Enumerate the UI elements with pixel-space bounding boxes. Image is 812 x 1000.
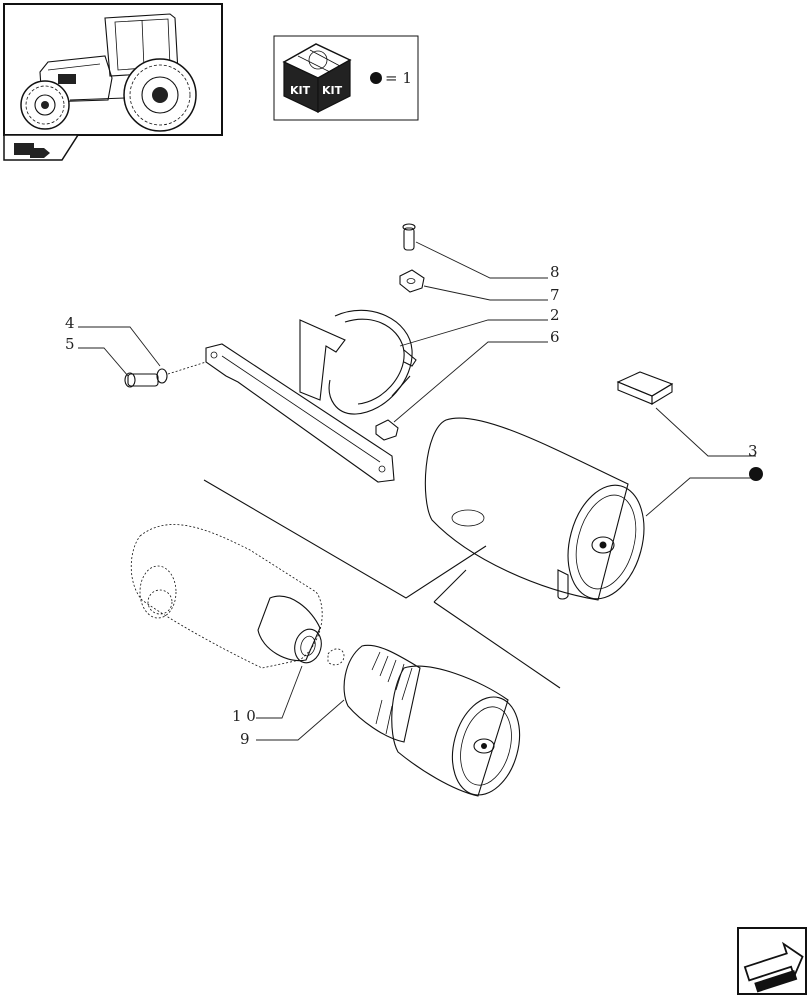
next-page-button[interactable] (737, 927, 807, 995)
part-10-safety-filter[interactable] (257, 595, 325, 666)
callout-2[interactable]: 2 (550, 306, 560, 324)
filled-dot-icon (370, 72, 382, 84)
part-3-housing[interactable] (424, 417, 655, 607)
callout-6[interactable]: 6 (550, 328, 560, 346)
parts-book-icon (14, 143, 50, 158)
kit-quantity: = 1 (385, 69, 412, 87)
tractor-icon (20, 13, 197, 132)
part-6-nut[interactable] (375, 419, 399, 441)
kit-label-right: KIT (322, 84, 343, 97)
kit-label-left: KIT (290, 84, 311, 97)
phantom-housing (130, 524, 323, 669)
callout-9[interactable]: 9 (240, 730, 250, 748)
part-8-bolt[interactable] (402, 223, 416, 251)
kit-legend: KIT KIT = 1 (273, 35, 419, 121)
wing-nut[interactable] (327, 648, 345, 666)
callout-7[interactable]: 7 (550, 286, 560, 304)
callout-10[interactable]: 1 0 (232, 707, 256, 725)
next-arrow-icon (743, 941, 804, 993)
leaders (78, 241, 756, 741)
callout-5[interactable]: 5 (65, 335, 75, 353)
kit-box-icon: KIT KIT (282, 43, 352, 113)
callout-4[interactable]: 4 (65, 314, 75, 332)
part-9-filter-element[interactable] (343, 644, 530, 802)
kit-marker-dot-icon (749, 467, 763, 481)
part-2-strap[interactable] (299, 309, 417, 415)
kit-pad[interactable] (616, 371, 674, 405)
tractor-thumbnail[interactable] (3, 3, 223, 136)
callout-3[interactable]: 3 (748, 442, 758, 460)
part-5-bolt[interactable] (124, 372, 159, 388)
section-divider (203, 479, 561, 689)
support-bracket[interactable] (205, 343, 395, 483)
section-tab[interactable] (3, 134, 80, 161)
part-7-nut[interactable] (399, 269, 425, 293)
part-4-washer[interactable] (156, 368, 168, 384)
callout-8[interactable]: 8 (550, 263, 560, 281)
